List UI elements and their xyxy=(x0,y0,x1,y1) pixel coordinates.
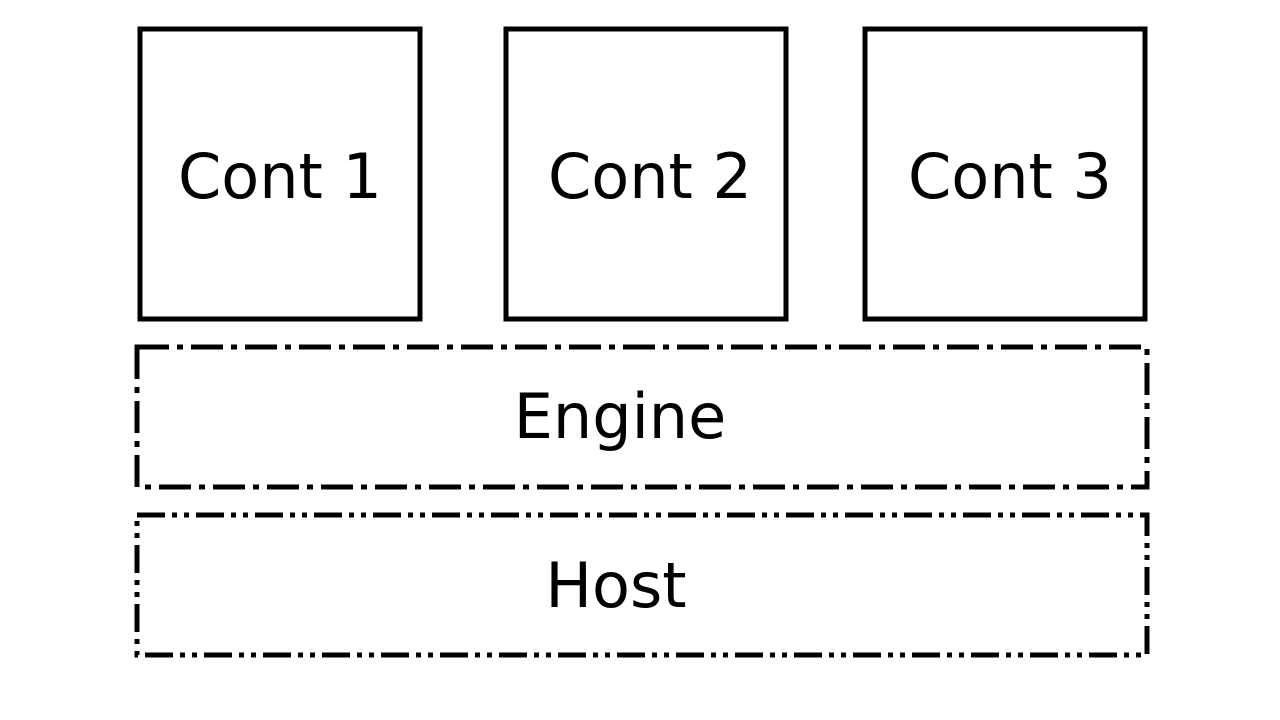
container-label-1: Cont 1 xyxy=(178,140,382,213)
container-label-3: Cont 3 xyxy=(908,140,1112,213)
host-layer: Host xyxy=(134,512,1150,658)
engine-layer: Engine xyxy=(134,344,1150,490)
container-box-3-frame xyxy=(862,26,1148,322)
container-box-2: Cont 2 xyxy=(503,26,789,322)
container-box-3: Cont 3 xyxy=(862,26,1148,322)
container-box-2-frame xyxy=(503,26,789,322)
engine-label: Engine xyxy=(514,380,727,453)
host-layer-frame xyxy=(134,512,1150,658)
host-label: Host xyxy=(545,549,686,622)
engine-layer-frame xyxy=(134,344,1150,490)
container-label-2: Cont 2 xyxy=(548,140,752,213)
container-box-1: Cont 1 xyxy=(137,26,423,322)
container-box-1-frame xyxy=(137,26,423,322)
